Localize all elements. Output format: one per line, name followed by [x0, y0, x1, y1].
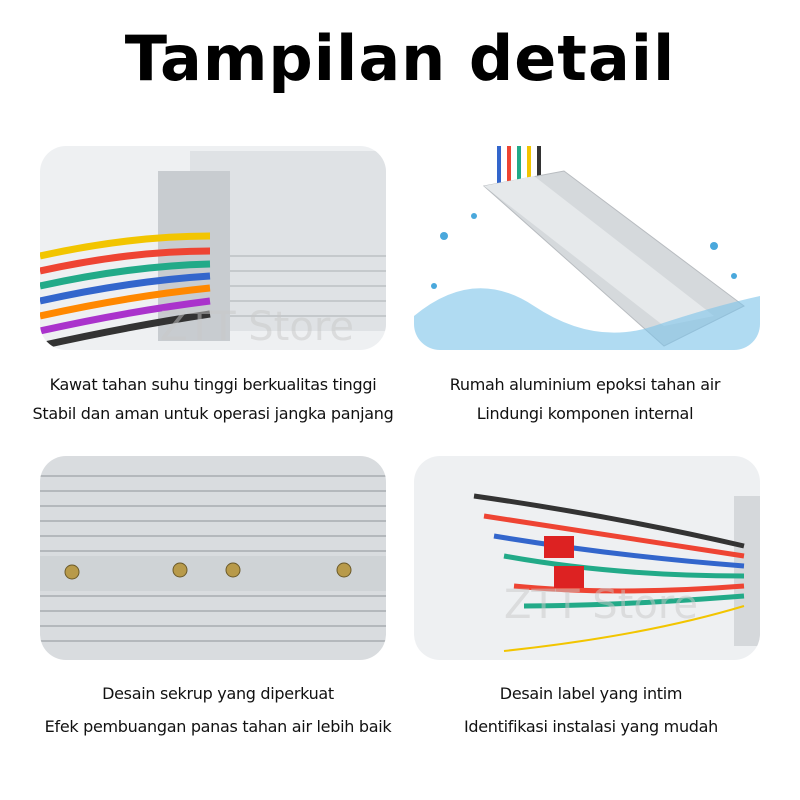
page-title: Tampilan detail [124, 22, 676, 95]
caption-panel-4-line-2: Identifikasi instalasi yang mudah [463, 717, 718, 736]
watermark: ZTT Store [504, 582, 699, 628]
caption-panel-2-line-1: Rumah aluminium epoksi tahan air [449, 375, 721, 394]
caption-panel-2-line-2: Lindungi komponen internal [476, 404, 694, 423]
caption-panel-1-line-1: Kawat tahan suhu tinggi berkualitas ting… [49, 375, 377, 394]
photo-reinforced-screws [40, 456, 386, 660]
watermark: ZTT Store [160, 304, 355, 350]
photo-label-connectors: ZTT Store [414, 456, 760, 660]
caption-panel-1-line-2: Stabil dan aman untuk operasi jangka pan… [32, 404, 394, 423]
caption-panel-3-line-1: Desain sekrup yang diperkuat [102, 684, 334, 703]
photo-wires-closeup: ZTT Store [40, 146, 386, 350]
caption-panel-4-line-1: Desain label yang intim [499, 684, 683, 703]
caption-panel-3-line-2: Efek pembuangan panas tahan air lebih ba… [44, 717, 392, 736]
photo-aluminium-housing-water [414, 146, 760, 350]
